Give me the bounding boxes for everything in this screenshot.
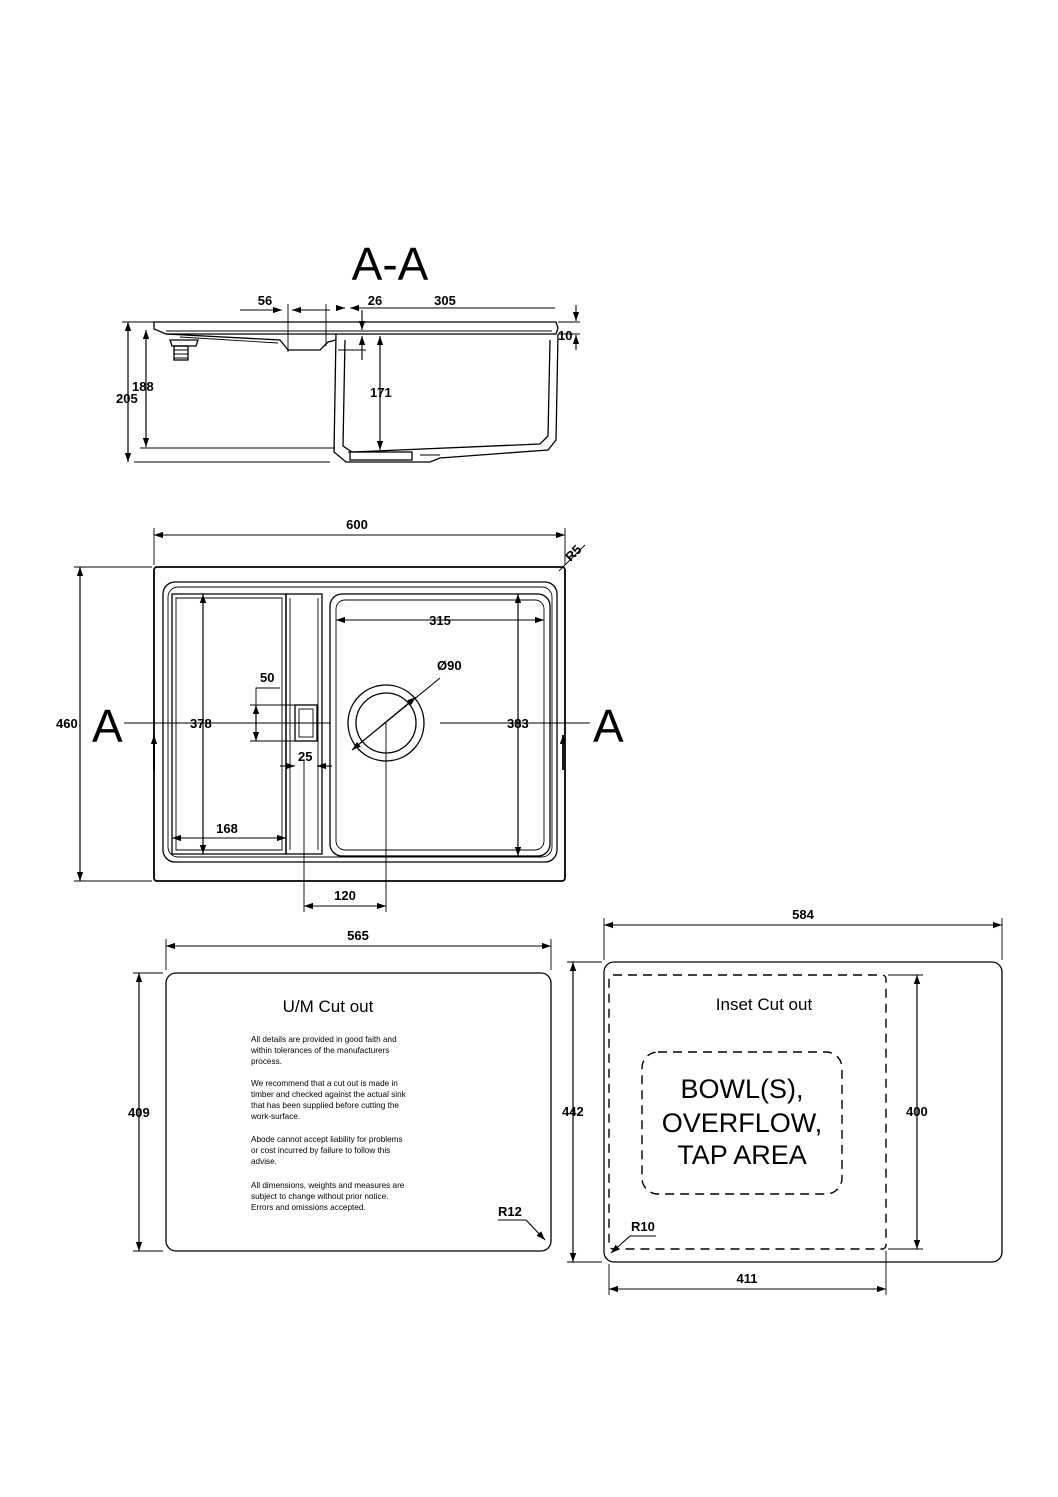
svg-text:26: 26 — [368, 293, 382, 308]
inset-cutout-title: Inset Cut out — [716, 995, 813, 1014]
plan-dims: 600 R5 460 378 315 Ø90 50 383 — [56, 517, 586, 912]
svg-text:171: 171 — [370, 385, 392, 400]
svg-text:process.: process. — [251, 1057, 282, 1066]
svg-text:Errors and omissions accepted.: Errors and omissions accepted. — [251, 1203, 366, 1212]
section-marker-left: A — [92, 700, 123, 752]
svg-text:R10: R10 — [631, 1219, 655, 1234]
svg-text:168: 168 — [216, 821, 238, 836]
section-dims: 56 26 305 10 188 205 171 — [116, 293, 580, 462]
svg-text:383: 383 — [507, 716, 529, 731]
svg-text:R12: R12 — [498, 1204, 522, 1219]
svg-text:584: 584 — [792, 907, 814, 922]
inset-cutout: Inset Cut out BOWL(S), OVERFLOW, TAP ARE… — [562, 907, 1003, 1295]
svg-text:TAP AREA: TAP AREA — [677, 1140, 807, 1170]
tap-area-label: BOWL(S), OVERFLOW, TAP AREA — [662, 1074, 823, 1170]
section-view: A-A 56 — [116, 238, 580, 463]
section-marker-right: A — [593, 700, 624, 752]
svg-text:All details are provided in go: All details are provided in good faith a… — [251, 1035, 397, 1044]
plan-view: A A 600 R5 460 378 315 Ø90 — [56, 517, 624, 912]
svg-text:10: 10 — [558, 328, 572, 343]
um-cutout-notes: All details are provided in good faith a… — [250, 1035, 407, 1212]
svg-text:BOWL(S),: BOWL(S), — [680, 1074, 803, 1104]
svg-text:460: 460 — [56, 716, 78, 731]
section-profile — [134, 321, 559, 463]
svg-text:subject to change without prio: subject to change without prior notice. — [251, 1192, 388, 1201]
svg-text:All dimensions, weights and me: All dimensions, weights and measures are — [251, 1181, 405, 1190]
svg-text:work-surface.: work-surface. — [250, 1112, 300, 1121]
svg-text:within tolerances of the manuf: within tolerances of the manufacturers — [250, 1046, 389, 1055]
svg-text:Ø90: Ø90 — [437, 658, 462, 673]
svg-text:timber and checked against the: timber and checked against the actual si… — [251, 1090, 407, 1099]
svg-text:50: 50 — [260, 670, 274, 685]
svg-text:188: 188 — [132, 379, 154, 394]
svg-text:205: 205 — [116, 391, 138, 406]
svg-text:Abode cannot accept liability: Abode cannot accept liability for proble… — [251, 1135, 403, 1144]
svg-text:25: 25 — [298, 749, 312, 764]
svg-text:315: 315 — [429, 613, 451, 628]
section-title: A-A — [352, 238, 429, 290]
svg-text:600: 600 — [346, 517, 368, 532]
svg-text:120: 120 — [334, 888, 356, 903]
svg-text:R5: R5 — [562, 542, 584, 564]
svg-text:We recommend that a cut out is: We recommend that a cut out is made in — [251, 1079, 398, 1088]
svg-text:378: 378 — [190, 716, 212, 731]
svg-text:409: 409 — [128, 1105, 150, 1120]
um-cutout: U/M Cut out All details are provided in … — [128, 928, 552, 1252]
svg-text:411: 411 — [737, 1271, 758, 1286]
um-cutout-title: U/M Cut out — [283, 997, 374, 1016]
svg-text:advise.: advise. — [251, 1157, 277, 1166]
svg-text:OVERFLOW,: OVERFLOW, — [662, 1108, 823, 1138]
svg-text:565: 565 — [347, 928, 369, 943]
svg-text:or cost incurred by failure to: or cost incurred by failure to follow th… — [251, 1146, 390, 1155]
svg-text:400: 400 — [906, 1104, 928, 1119]
svg-text:442: 442 — [562, 1104, 584, 1119]
svg-text:that has been supplied before: that has been supplied before cutting th… — [251, 1101, 399, 1110]
svg-text:56: 56 — [258, 293, 272, 308]
svg-text:305: 305 — [434, 293, 456, 308]
